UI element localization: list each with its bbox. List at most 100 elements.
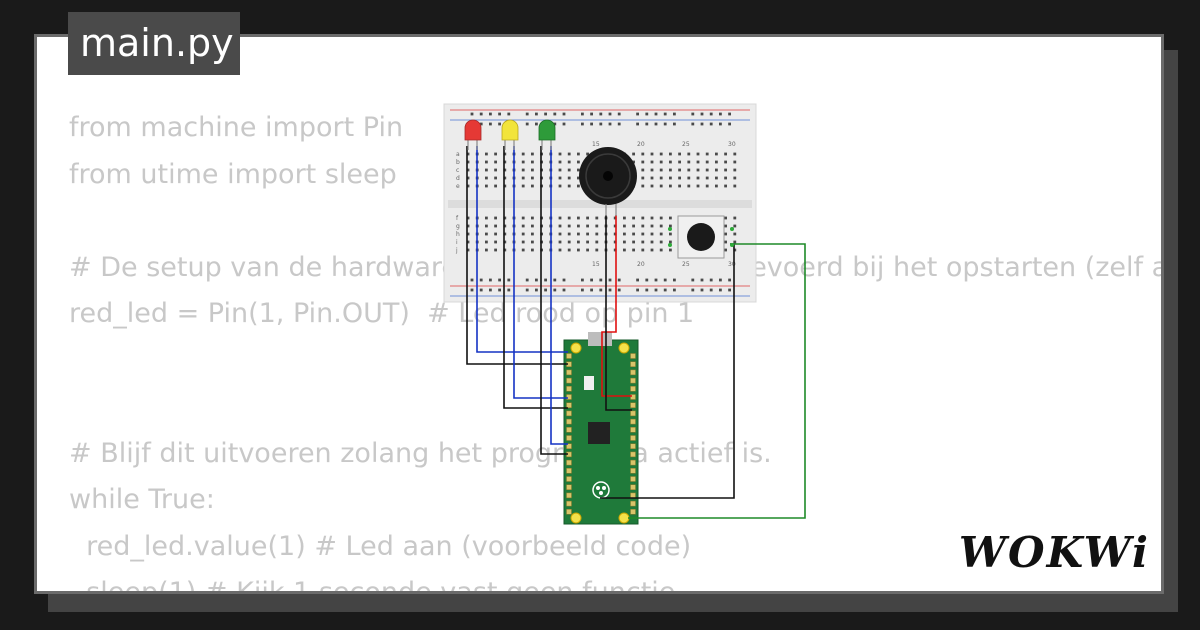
breadboard-hole	[613, 232, 617, 236]
breadboard-hole	[654, 122, 658, 126]
breadboard-hole	[466, 224, 470, 228]
breadboard-hole	[521, 176, 525, 180]
breadboard-hole	[724, 216, 727, 220]
breadboard-hole	[531, 240, 534, 244]
row-letter: i	[456, 239, 458, 246]
breadboard-hole	[691, 278, 695, 282]
breadboard-hole	[494, 168, 497, 172]
breadboard-hole	[673, 112, 676, 116]
breadboard-hole	[641, 240, 645, 244]
breadboard-hole	[663, 122, 667, 126]
breadboard-hole	[733, 224, 737, 228]
breadboard-hole	[724, 224, 727, 228]
breadboard-hole	[632, 160, 635, 164]
pico-pin	[630, 484, 636, 490]
breadboard-hole	[669, 240, 672, 244]
pico-pin	[566, 410, 572, 417]
breadboard-hole	[659, 168, 663, 172]
breadboard-hole	[466, 152, 470, 156]
breadboard-hole	[521, 224, 525, 228]
breadboard-hole	[659, 224, 663, 228]
pico-pin	[630, 500, 636, 507]
breadboard-hole	[558, 240, 562, 244]
breadboard-hole	[558, 248, 562, 252]
breadboard-hole	[466, 168, 470, 172]
breadboard-hole	[715, 176, 718, 180]
breadboard-hole	[544, 278, 547, 282]
breadboard-hole	[531, 160, 534, 164]
breadboard-hole	[521, 152, 525, 156]
breadboard-hole	[659, 240, 663, 244]
breadboard-hole	[466, 176, 470, 180]
breadboard-hole	[650, 216, 654, 220]
pico-pin	[630, 386, 636, 392]
breadboard-hole	[700, 288, 704, 292]
breadboard-hole	[553, 278, 557, 282]
breadboard-hole	[558, 232, 562, 236]
breadboard-hole	[595, 248, 599, 252]
breadboard-hole	[577, 248, 580, 252]
pico-pin	[566, 476, 572, 482]
breadboard-hole	[558, 184, 562, 188]
breadboard-hole	[663, 112, 667, 116]
breadboard-hole	[577, 232, 580, 236]
breadboard-hole	[567, 168, 571, 172]
breadboard-hole	[659, 216, 663, 220]
breadboard-hole	[659, 160, 663, 164]
breadboard-hole	[577, 224, 580, 228]
breadboard-hole	[659, 152, 663, 156]
breadboard-hole	[485, 240, 488, 244]
breadboard-hole	[558, 176, 562, 180]
breadboard-hole	[595, 216, 599, 220]
pico-pin	[566, 427, 572, 433]
row-letter: e	[456, 183, 460, 190]
breadboard-hole	[669, 176, 672, 180]
breadboard-hole	[728, 122, 731, 126]
breadboard-hole	[650, 240, 654, 244]
breadboard-hole	[650, 152, 654, 156]
breadboard-hole	[531, 184, 534, 188]
breadboard-hole	[485, 248, 488, 252]
breadboard-hole	[581, 288, 584, 292]
breadboard-hole	[498, 112, 501, 116]
breadboard-hole	[521, 232, 525, 236]
breadboard-hole	[733, 248, 737, 252]
breadboard-hole	[470, 112, 474, 116]
breadboard-hole	[613, 248, 617, 252]
pico-pin	[566, 443, 572, 449]
breadboard-hole	[687, 184, 691, 188]
breadboard-hole	[691, 112, 695, 116]
breadboard-hole	[494, 216, 497, 220]
breadboard-hole	[654, 278, 658, 282]
breadboard-hole	[687, 168, 691, 172]
led-yellow	[501, 119, 519, 150]
breadboard-hole	[669, 160, 672, 164]
breadboard-hole	[485, 184, 488, 188]
breadboard-hole	[599, 122, 603, 126]
breadboard-hole	[669, 232, 672, 236]
breadboard-hole	[678, 184, 681, 188]
breadboard-hole	[567, 160, 571, 164]
breadboard-hole	[669, 216, 672, 220]
breadboard-hole	[577, 216, 580, 220]
breadboard-hole	[489, 288, 492, 292]
breadboard-hole	[577, 176, 580, 180]
breadboard-hole	[553, 112, 557, 116]
breadboard-hole	[479, 122, 483, 126]
breadboard-hole	[494, 160, 497, 164]
breadboard-hole	[531, 176, 534, 180]
row-letter: c	[456, 167, 459, 174]
breadboard-hole	[645, 278, 649, 282]
pico-pin	[630, 451, 636, 458]
breadboard-hole	[687, 176, 691, 180]
breadboard-hole	[632, 224, 635, 228]
breadboard-hole	[608, 122, 612, 126]
breadboard-hole	[525, 112, 529, 116]
wires	[466, 146, 806, 519]
column-number: 30	[728, 141, 736, 148]
breadboard-hole	[494, 248, 497, 252]
file-tab[interactable]: main.py	[68, 12, 240, 75]
breadboard-hole	[641, 248, 645, 252]
breadboard-hole	[617, 122, 621, 126]
breadboard-hole	[567, 232, 571, 236]
